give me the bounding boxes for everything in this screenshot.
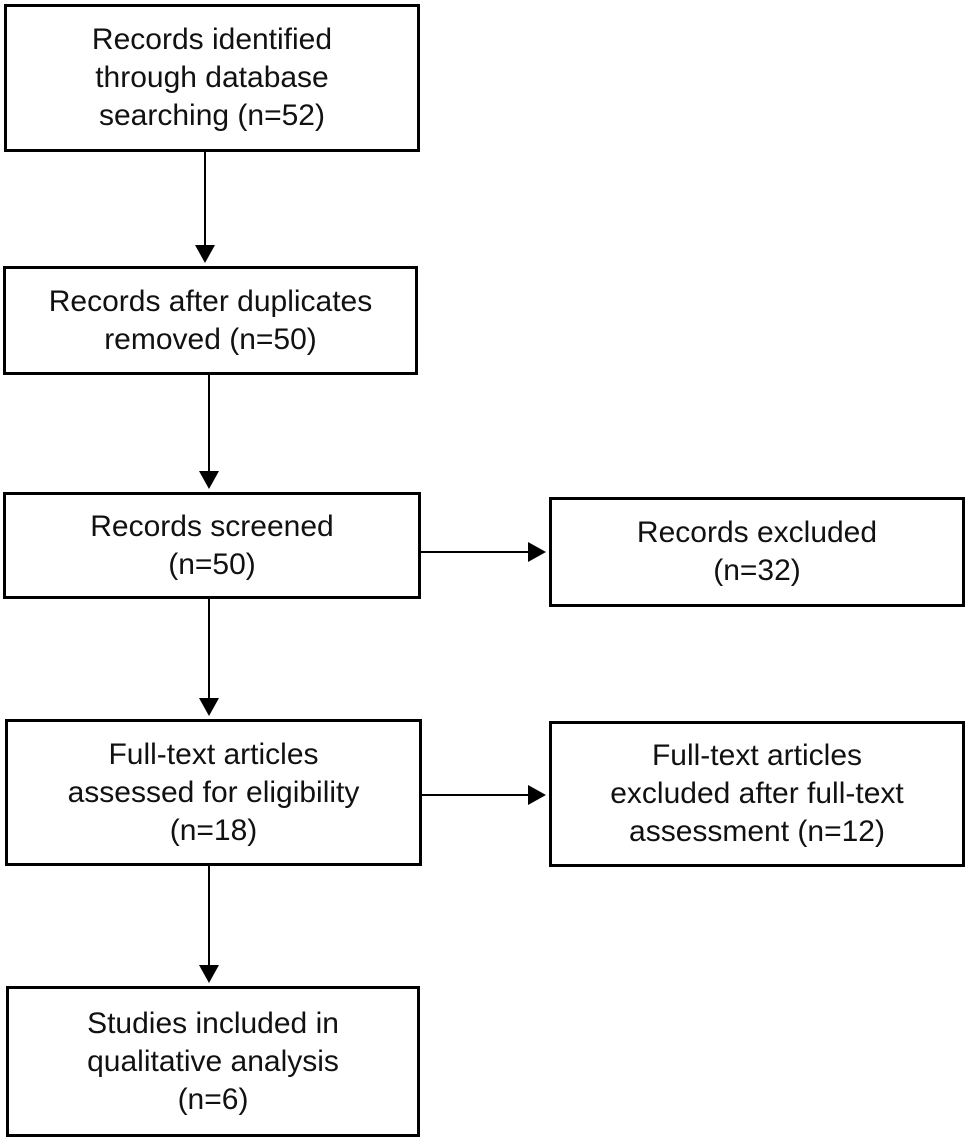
node-fulltext-assessed: Full-text articles assessed for eligibil… [5,719,422,866]
node-records-screened-label: Records screened (n=50) [90,509,334,581]
node-duplicates-removed: Records after duplicates removed (n=50) [3,266,418,375]
node-records-screened: Records screened (n=50) [3,492,421,599]
node-studies-included: Studies included in qualitative analysis… [6,986,420,1137]
node-records-excluded-label: Records excluded (n=32) [636,516,878,587]
arrow-fulltext-to-fulltext-excluded [422,785,546,805]
node-records-excluded: Records excluded (n=32) [549,497,965,607]
arrow-screened-to-fulltext [199,599,219,716]
node-studies-included-label: Studies included in qualitative analysis… [87,1006,339,1116]
node-fulltext-assessed-label: Full-text articles assessed for eligibil… [67,737,360,847]
arrow-fulltext-to-included [199,866,219,983]
node-fulltext-excluded: Full-text articles excluded after full-t… [549,721,965,867]
node-fulltext-excluded-label: Full-text articles excluded after full-t… [610,739,904,848]
arrow-screened-to-excluded [421,542,546,562]
node-records-identified: Records identified through database sear… [4,4,420,152]
arrow-duplicates-to-screened [199,375,219,489]
node-records-identified-label: Records identified through database sear… [91,23,333,132]
arrow-identified-to-duplicates [195,152,215,263]
node-duplicates-removed-label: Records after duplicates removed (n=50) [48,284,373,356]
